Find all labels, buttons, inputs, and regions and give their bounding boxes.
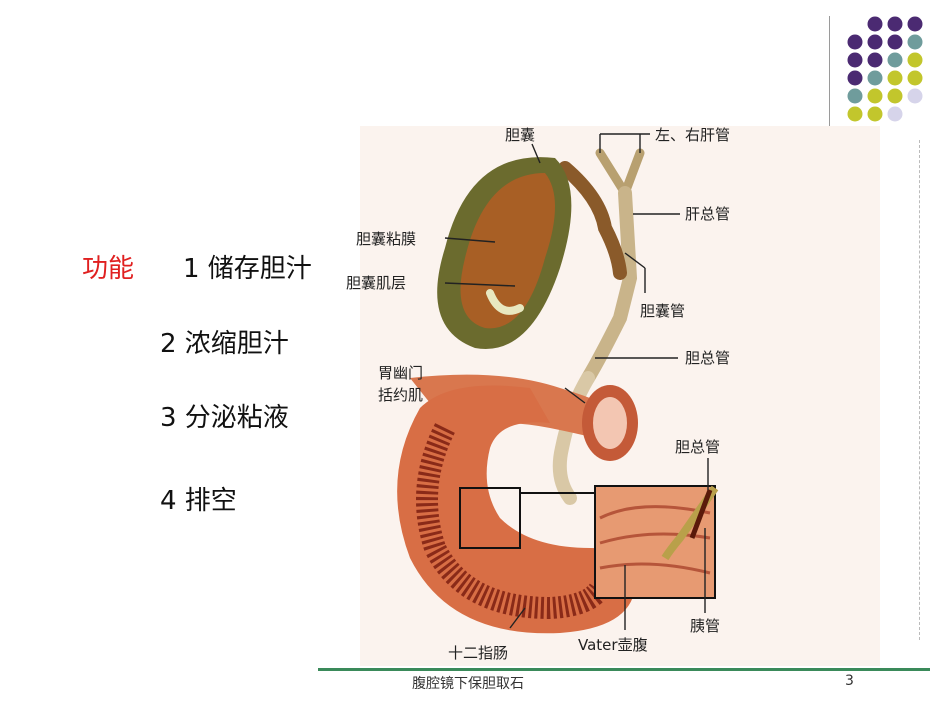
label-pyloric-2: 括约肌 — [378, 386, 423, 404]
label-pyloric-1: 胃幽门 — [378, 364, 423, 382]
decorative-dot — [907, 70, 923, 86]
label-common-bile-duct-2: 胆总管 — [675, 438, 720, 456]
zoom-bile-duct — [661, 485, 719, 561]
decorative-dot — [887, 70, 903, 86]
decorative-dot — [907, 52, 923, 68]
zoom-detail-box — [594, 485, 716, 599]
duodenum-folds — [416, 423, 610, 620]
decorative-dot — [847, 34, 863, 50]
label-vater-ampulla: Vater壶腹 — [578, 636, 648, 654]
decorative-dot — [867, 106, 883, 122]
footer-title: 腹腔镜下保胆取石 — [412, 676, 524, 692]
label-gb-muscle: 胆囊肌层 — [346, 274, 406, 292]
page-number: 3 — [845, 673, 854, 689]
label-gb-mucosa: 胆囊粘膜 — [356, 230, 416, 248]
duodenum-lumen — [593, 397, 627, 449]
decorative-dot — [867, 70, 883, 86]
decorative-dot — [847, 106, 863, 122]
decorative-dot-grid — [847, 16, 923, 122]
decorative-dot — [907, 16, 923, 32]
function-item-1: 1 储存胆汁 — [183, 254, 312, 284]
gallbladder-highlight — [486, 289, 524, 315]
decorative-dot — [867, 34, 883, 50]
label-duodenum: 十二指肠 — [448, 644, 508, 662]
slide-title: 功能 — [82, 254, 135, 284]
decorative-dot — [847, 52, 863, 68]
label-hepatic-ducts: 左、右肝管 — [655, 126, 730, 144]
decorative-dot — [907, 34, 923, 50]
decorative-dot — [867, 16, 883, 32]
decorative-dot — [867, 88, 883, 104]
gallbladder-mucosa — [460, 173, 555, 329]
decorative-vertical-line — [829, 16, 830, 126]
decorative-dot — [887, 34, 903, 50]
function-item-3: 3 分泌粘液 — [160, 403, 289, 433]
decorative-dot — [847, 88, 863, 104]
function-item-4: 4 排空 — [160, 486, 237, 516]
decorative-dot — [887, 52, 903, 68]
footer-divider — [318, 668, 930, 671]
decorative-dot — [887, 88, 903, 104]
decorative-dot — [867, 52, 883, 68]
zoom-source-box — [459, 487, 521, 549]
label-pancreatic-duct: 胰管 — [690, 617, 720, 635]
leader-lines — [444, 133, 709, 630]
cystic-duct-shape — [558, 161, 627, 280]
biliary-anatomy-diagram: 胆囊 左、右肝管 肝总管 胆囊粘膜 胆囊肌层 胆囊管 胆总管 胃幽门 括约肌 胆… — [346, 126, 880, 666]
label-cystic-duct: 胆囊管 — [640, 302, 685, 320]
decorative-dashed-line — [919, 140, 921, 640]
decorative-dot — [887, 106, 903, 122]
decorative-dot — [887, 16, 903, 32]
decorative-dot — [907, 88, 923, 104]
decorative-dot — [847, 70, 863, 86]
label-common-bile-duct: 胆总管 — [685, 349, 730, 367]
function-item-2: 2 浓缩胆汁 — [160, 329, 289, 359]
zoom-pancreatic-duct — [689, 489, 713, 539]
label-gallbladder: 胆囊 — [505, 126, 535, 144]
label-common-hepatic-duct: 肝总管 — [685, 205, 730, 223]
